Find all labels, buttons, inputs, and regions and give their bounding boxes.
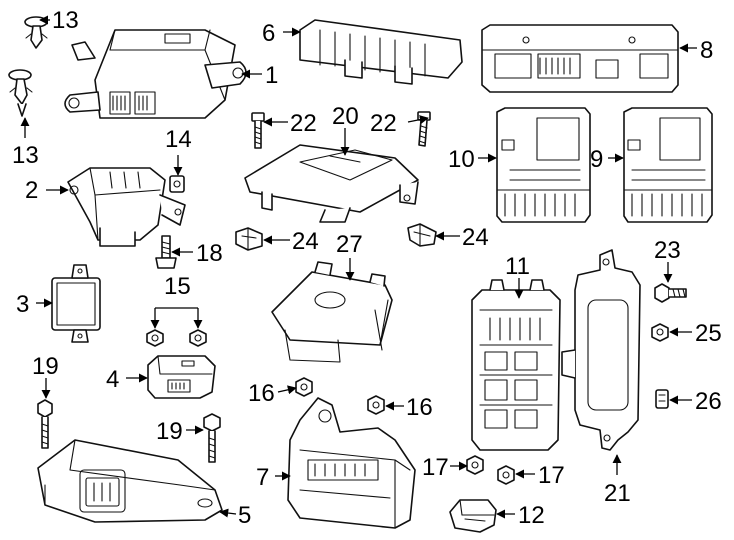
part-22-bolt-right — [417, 111, 431, 147]
part-18-bolt — [155, 235, 177, 269]
callout-10: 10 — [448, 146, 475, 173]
part-26-clip — [655, 389, 669, 409]
part-20-bracket — [244, 144, 419, 223]
part-17-nut-left — [466, 455, 484, 475]
callout-25: 25 — [695, 320, 722, 347]
callout-22-right: 22 — [370, 110, 397, 137]
part-13-push-pin-bottom — [8, 69, 33, 117]
part-22-bolt-left — [251, 112, 265, 149]
callout-19-left: 19 — [32, 353, 59, 380]
part-23-bolt — [654, 283, 687, 303]
callout-13-bottom: 13 — [12, 142, 39, 169]
callout-16-right: 16 — [406, 394, 433, 421]
callout-22-left: 22 — [290, 110, 317, 137]
callout-6: 6 — [262, 20, 275, 47]
callout-4: 4 — [106, 366, 119, 393]
callout-21: 21 — [604, 480, 631, 507]
part-3-module — [51, 264, 101, 343]
callout-labels: 1 13 13 6 8 22 22 20 10 9 14 2 18 24 24 … — [12, 7, 722, 529]
part-5-sensor-module — [37, 439, 223, 523]
callout-24-left: 24 — [292, 228, 319, 255]
part-2-sensor — [67, 167, 186, 247]
part-13-push-pin-top — [24, 16, 48, 49]
part-12-connector — [449, 499, 497, 533]
callout-26: 26 — [695, 388, 722, 415]
callout-17-left: 17 — [422, 454, 449, 481]
part-10-module — [496, 107, 591, 223]
callout-19-right: 19 — [156, 418, 183, 445]
part-24-clip-right — [407, 223, 437, 247]
part-16-nut-right — [367, 395, 385, 415]
part-21-bracket — [561, 249, 641, 451]
part-16-nut-left — [295, 377, 313, 397]
callout-5: 5 — [238, 502, 251, 529]
part-1-module — [64, 29, 247, 119]
callout-24-right: 24 — [462, 224, 489, 251]
callout-27: 27 — [336, 231, 363, 258]
part-27-cover — [271, 261, 393, 363]
callout-13-top: 13 — [52, 7, 79, 34]
part-17-nut-right — [497, 465, 515, 485]
callout-14: 14 — [165, 126, 192, 153]
callout-23: 23 — [654, 237, 681, 264]
callout-9: 9 — [590, 146, 603, 173]
part-19-bolt-right — [203, 413, 221, 463]
part-15-nut-right — [189, 329, 207, 347]
callout-17-right: 17 — [538, 462, 565, 489]
callout-3: 3 — [16, 291, 29, 318]
callout-15: 15 — [164, 273, 191, 300]
part-7-module — [287, 397, 416, 529]
callout-2: 2 — [25, 177, 38, 204]
callout-18: 18 — [196, 240, 223, 267]
part-4-module — [147, 355, 216, 399]
part-9-module — [623, 107, 713, 223]
callout-20: 20 — [332, 103, 359, 130]
part-25-nut — [651, 323, 669, 342]
callout-8: 8 — [700, 37, 713, 64]
callout-16-left: 16 — [248, 380, 275, 407]
part-8-body-module — [481, 24, 679, 93]
part-11-junction-box — [471, 279, 561, 451]
callout-1: 1 — [265, 62, 278, 89]
callout-12: 12 — [518, 502, 545, 529]
part-14-clip — [169, 175, 185, 193]
part-19-bolt-left — [37, 399, 53, 449]
callout-7: 7 — [256, 464, 269, 491]
leader-lines — [20, 15, 697, 519]
callout-11: 11 — [505, 253, 530, 280]
part-15-nut-left — [146, 329, 164, 347]
part-24-clip-left — [235, 227, 263, 251]
part-6-cover — [299, 19, 463, 85]
